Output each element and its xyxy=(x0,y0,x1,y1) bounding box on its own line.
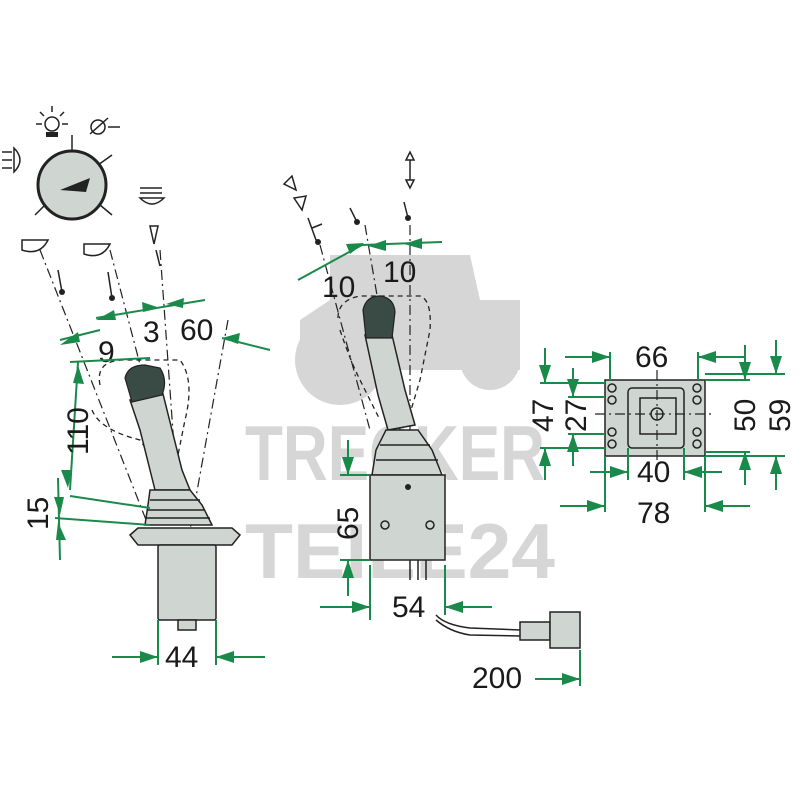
dim-78-label: 78 xyxy=(637,497,670,530)
dim-50-label: 50 xyxy=(729,399,762,432)
dim-47-label: 47 xyxy=(527,399,560,432)
dim-110-label: 110 xyxy=(62,407,95,455)
knob-grip xyxy=(124,364,166,403)
dim-110: 110 xyxy=(61,357,151,509)
dim-59: 59 xyxy=(705,340,797,490)
dim-10b: 10 xyxy=(361,238,443,289)
dim-200-label: 200 xyxy=(472,662,522,695)
switch-position-icons xyxy=(21,225,161,301)
work-light-icon xyxy=(36,106,68,137)
knob-grip-middle xyxy=(362,295,396,339)
mounting-plate: 66 47 27 50 xyxy=(527,340,797,530)
dim-54: 54 xyxy=(320,565,492,624)
dim-3-label: 3 xyxy=(143,316,160,349)
dim-3: 3 xyxy=(95,298,206,349)
switch-position-icons-middle xyxy=(307,201,411,245)
direction-arrow-icon xyxy=(282,150,416,212)
high-beam-icon xyxy=(138,187,166,205)
dim-66: 66 xyxy=(565,341,745,380)
dim-40-label: 40 xyxy=(637,456,670,489)
dim-78: 78 xyxy=(560,456,750,530)
dim-44: 44 xyxy=(112,620,265,674)
dim-10b-label: 10 xyxy=(383,256,416,289)
middle-joystick: 10 10 65 54 xyxy=(282,150,581,695)
dim-60-label: 60 xyxy=(180,314,213,347)
dim-9-label: 9 xyxy=(98,336,115,369)
dim-10a: 10 xyxy=(297,243,364,304)
plate-outline xyxy=(604,379,706,457)
dim-27: 27 xyxy=(560,368,605,466)
dim-65-label: 65 xyxy=(332,507,365,540)
dim-44-label: 44 xyxy=(165,641,198,674)
left-joystick: 9 3 60 110 15 xyxy=(2,106,271,674)
housing xyxy=(157,544,217,621)
dim-60: 60 xyxy=(180,314,271,351)
dim-65: 65 xyxy=(332,440,370,596)
dim-9: 9 xyxy=(59,329,115,369)
dim-66-label: 66 xyxy=(635,341,668,374)
fog-light-icon xyxy=(89,117,120,135)
rubber-boot xyxy=(144,489,214,526)
mount-flange xyxy=(128,527,242,546)
connector xyxy=(549,611,581,649)
dim-15-label: 15 xyxy=(22,497,55,530)
dim-54-label: 54 xyxy=(392,591,425,624)
dim-59-label: 59 xyxy=(764,399,797,432)
dim-10a-label: 10 xyxy=(322,271,355,304)
dim-200: 200 xyxy=(472,650,581,695)
dim-15: 15 xyxy=(22,477,151,561)
dim-50: 50 xyxy=(705,345,762,485)
low-beam-icon xyxy=(2,146,21,174)
dim-27-label: 27 xyxy=(560,399,593,432)
cable-plug xyxy=(519,621,551,641)
horn-dial-icon xyxy=(34,135,113,221)
dim-40: 40 xyxy=(590,448,722,489)
